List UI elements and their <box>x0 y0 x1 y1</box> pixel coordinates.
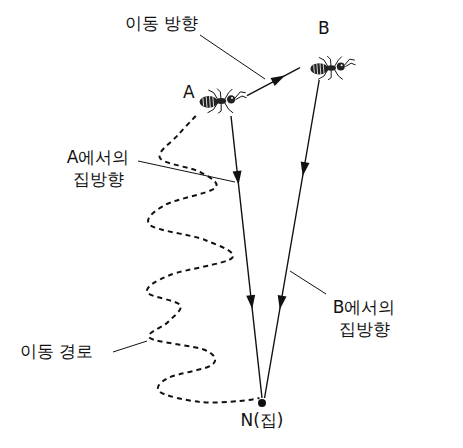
home-direction-arrow <box>265 80 320 398</box>
ant-icon <box>197 88 247 114</box>
direction-label: B에서의 집방향 <box>322 296 406 340</box>
ant-figure: A <box>183 82 247 116</box>
ant-figure: B <box>300 18 364 80</box>
leader-line <box>200 35 265 79</box>
leader-line <box>138 161 235 182</box>
direction-label: 이동 방향 <box>125 12 198 34</box>
point-label: A <box>183 82 195 103</box>
leader-line <box>113 341 147 352</box>
home-direction-arrow <box>231 116 262 398</box>
leader-line <box>290 271 326 294</box>
movement-arrow <box>247 68 300 96</box>
home-point: N(집) <box>237 398 288 434</box>
travel-path <box>147 116 260 403</box>
ant-icon <box>304 56 360 80</box>
home-dot <box>257 398 267 408</box>
point-label: B <box>318 18 330 39</box>
point-label: N(집) <box>241 410 284 431</box>
direction-label: A에서의 집방향 <box>58 146 138 190</box>
path-label: 이동 경로 <box>20 340 93 362</box>
